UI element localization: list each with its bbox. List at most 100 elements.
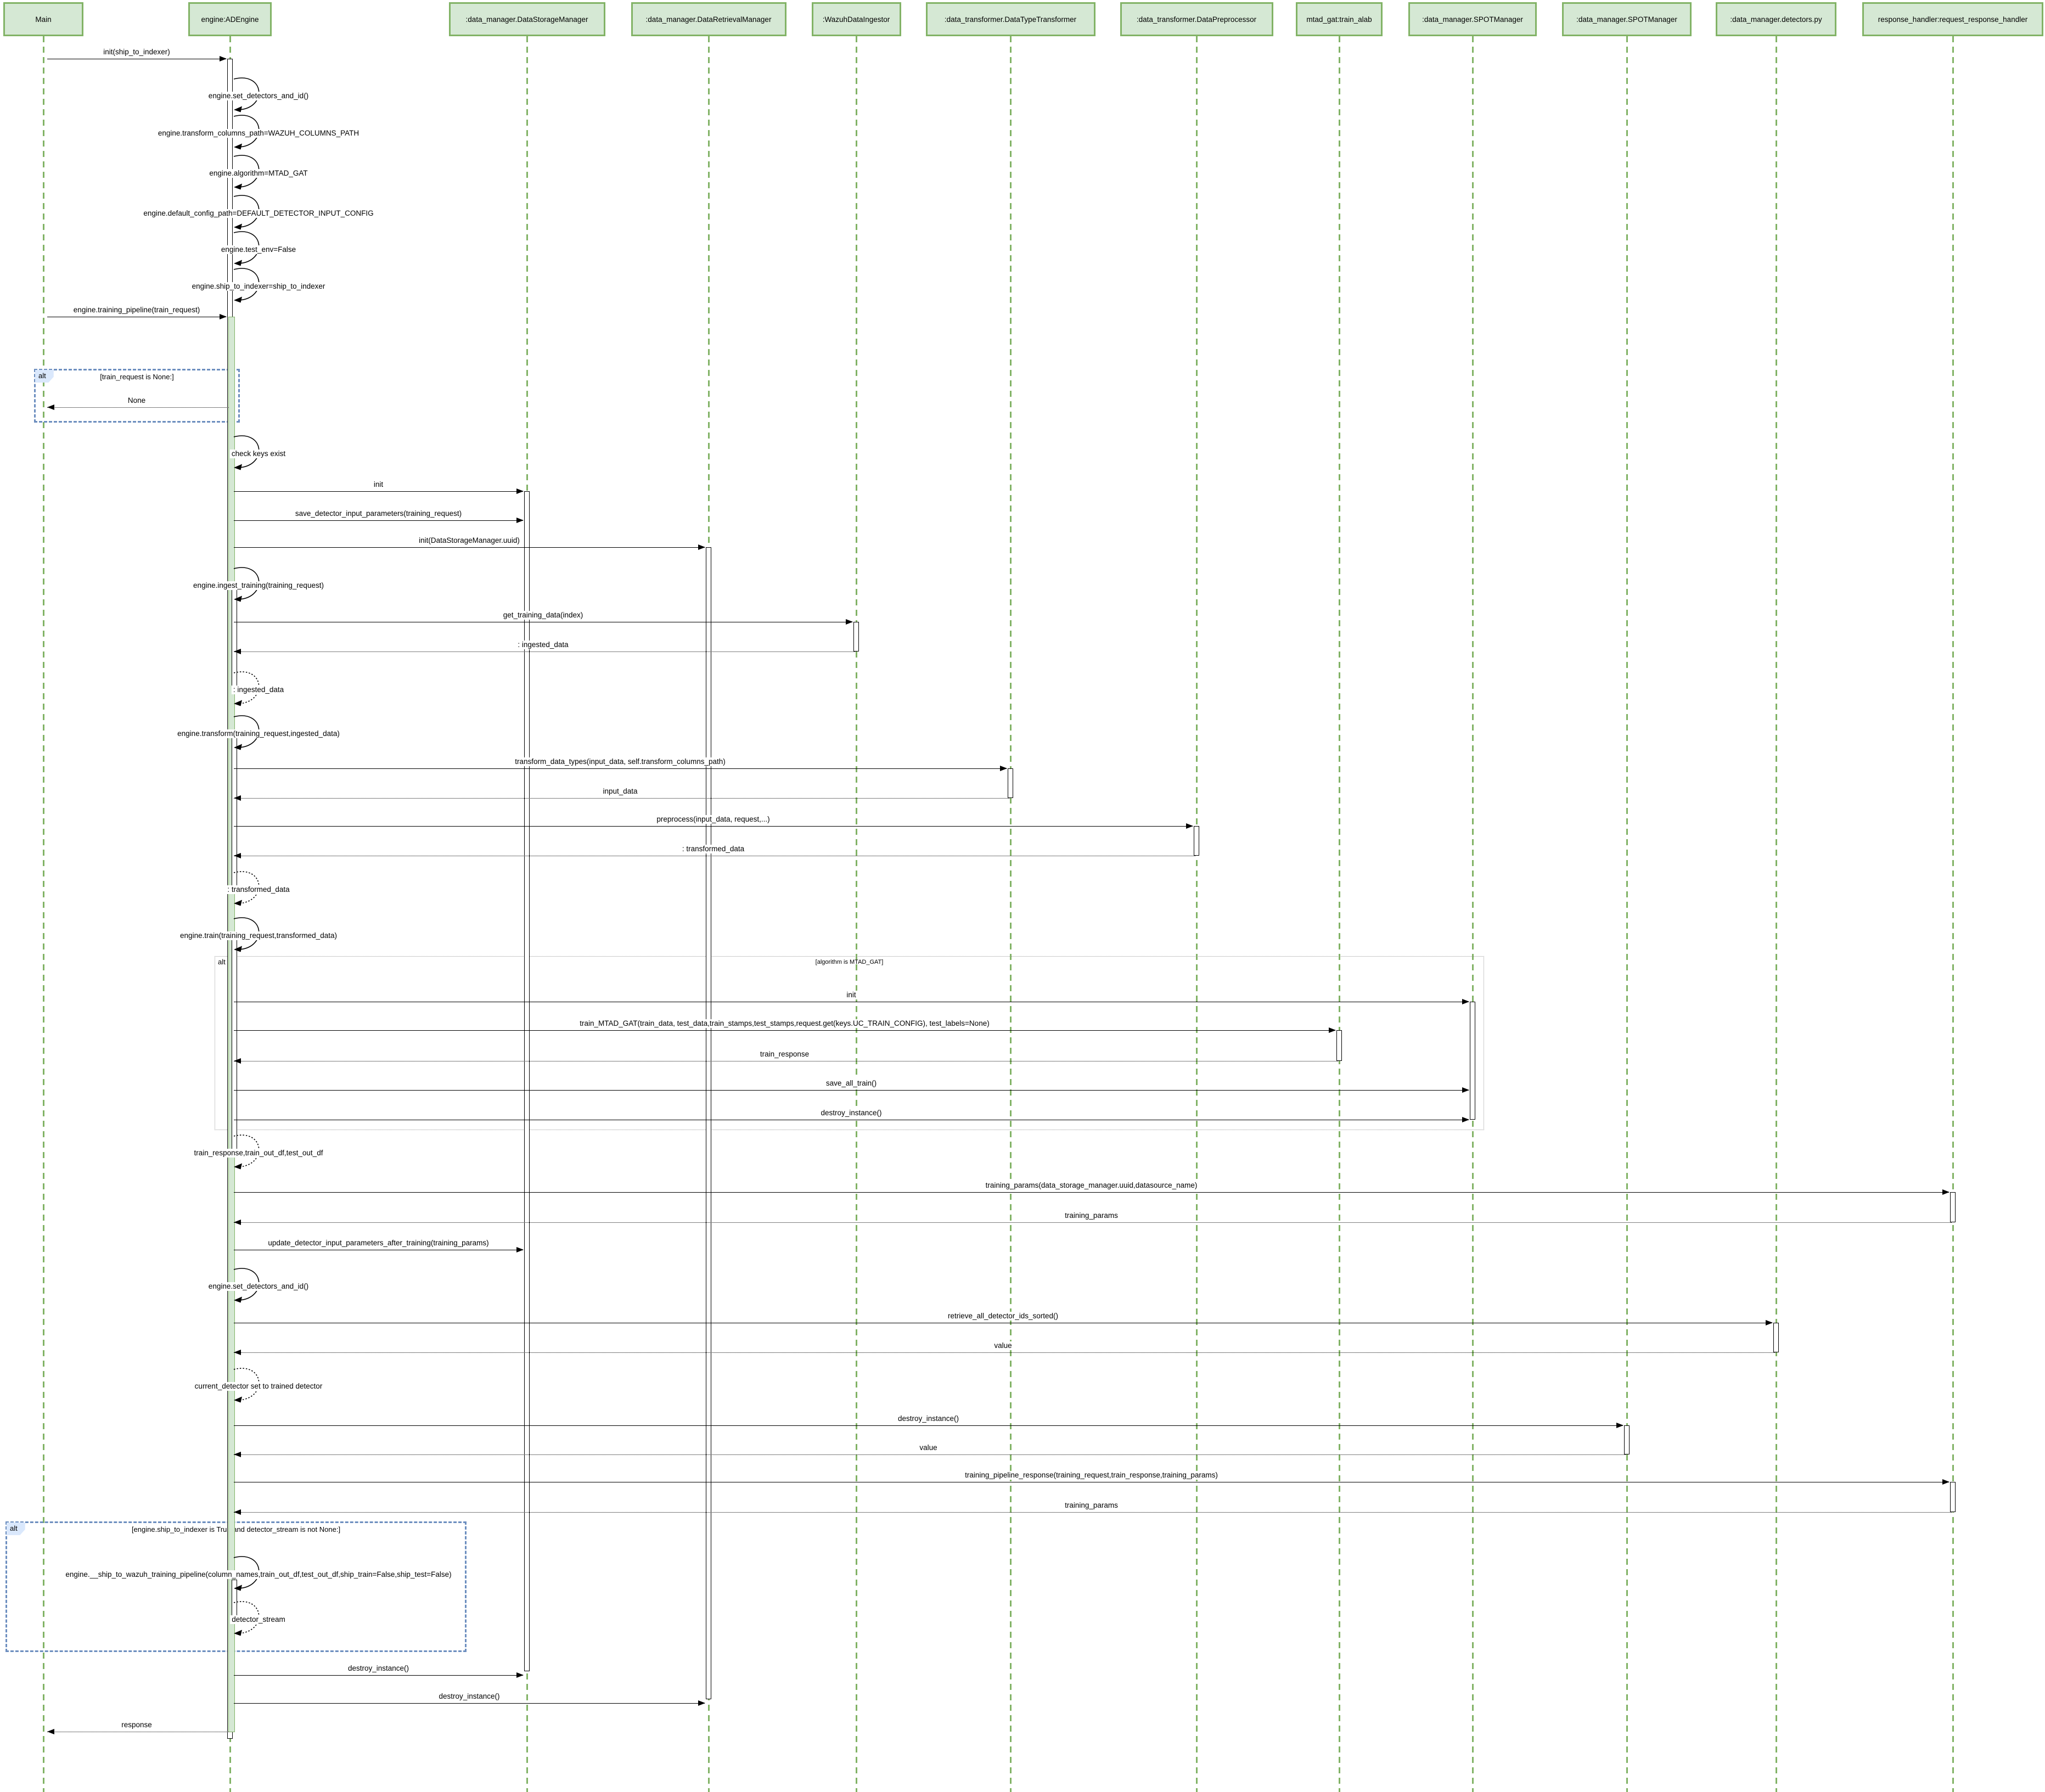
lifeline-wdi	[855, 36, 857, 1792]
message-call-29-label: destroy_instance()	[819, 1109, 884, 1117]
alt-condition-label: [algorithm is MTAD_GAT]	[815, 959, 884, 965]
message-call-8-label: engine.training_pipeline(train_request)	[71, 306, 202, 314]
message-call-8-arrowhead-icon	[220, 314, 227, 320]
message-return-16-label: : ingested_data	[516, 641, 570, 649]
activation-bar-rh	[1950, 1482, 1956, 1512]
message-return-9-line	[47, 407, 229, 408]
message-call-38-arrowhead-icon	[1616, 1423, 1623, 1429]
participant-label: :data_manager.DataRetrievalManager	[645, 15, 772, 24]
message-call-45-label: destroy_instance()	[437, 1692, 502, 1701]
message-call-40-label: training_pipeline_response(training_requ…	[963, 1471, 1220, 1480]
message-return-39-line	[234, 1454, 1626, 1455]
message-call-33-label: update_detector_input_parameters_after_t…	[266, 1239, 491, 1248]
message-call-26-line	[234, 1030, 1335, 1031]
participant-box-drm: :data_manager.DataRetrievalManager	[631, 2, 786, 36]
message-return-22-label: : transformed_data	[680, 845, 746, 853]
activation-bar-dtt	[1008, 768, 1013, 798]
participant-box-spot2: :data_manager.SPOTManager	[1562, 2, 1692, 36]
message-return-36-arrowhead-icon	[234, 1350, 241, 1356]
message-return-27-arrowhead-icon	[234, 1058, 241, 1064]
message-self-10-label: check keys exist	[229, 450, 288, 458]
message-call-31-label: training_params(data_storage_manager.uui…	[984, 1181, 1199, 1190]
message-return-36-label: value	[992, 1341, 1014, 1350]
message-selfreturn-37-label: current_detector set to trained detector	[193, 1382, 324, 1391]
message-return-32-line	[234, 1222, 1952, 1223]
message-call-40-arrowhead-icon	[1942, 1479, 1950, 1485]
participant-box-main: Main	[3, 2, 83, 36]
message-call-31-arrowhead-icon	[1942, 1189, 1950, 1195]
message-return-20-label: input_data	[601, 787, 639, 796]
message-self-3-label: engine.transform_columns_path=WAZUH_COLU…	[156, 129, 361, 138]
participant-label: :data_manager.detectors.py	[1730, 15, 1822, 24]
message-call-38-line	[234, 1425, 1623, 1426]
alt-operator-label: alt	[7, 1523, 25, 1535]
message-return-41-label: training_params	[1063, 1501, 1120, 1510]
message-return-20-arrowhead-icon	[234, 795, 241, 801]
message-call-33-arrowhead-icon	[516, 1247, 524, 1253]
message-call-1-label: init(ship_to_indexer)	[102, 48, 172, 57]
message-call-31-line	[234, 1192, 1949, 1193]
message-selfreturn-43-loop-arrow-icon	[233, 1601, 260, 1636]
lifeline-spot1	[1471, 36, 1474, 1792]
message-self-34-label: engine.set_detectors_and_id()	[206, 1282, 311, 1291]
message-self-7-loop-arrow-icon	[233, 268, 260, 303]
message-self-42-label: engine.__ship_to_wazuh_training_pipeline…	[64, 1570, 453, 1579]
participant-label: :data_manager.SPOTManager	[1422, 15, 1523, 24]
message-call-38-label: destroy_instance()	[896, 1414, 961, 1423]
message-call-21-label: preprocess(input_data, request,...)	[655, 815, 772, 824]
message-self-24-label: engine.train(training_request,transforme…	[178, 931, 339, 940]
message-self-14-loop-arrow-icon	[233, 567, 260, 602]
message-self-6-label: engine.test_env=False	[219, 245, 298, 254]
participant-box-dpp: :data_transformer.DataPreprocessor	[1120, 2, 1273, 36]
lifeline-mtad	[1338, 36, 1340, 1792]
message-return-20-line	[234, 798, 1009, 799]
message-return-32-arrowhead-icon	[234, 1220, 241, 1226]
message-return-41-arrowhead-icon	[234, 1509, 241, 1515]
message-return-9-label: None	[126, 396, 148, 405]
activation-bar-spot1	[1470, 1002, 1475, 1120]
alt-frame-2: alt [algorithm is MTAD_GAT]	[215, 956, 1484, 1130]
message-call-29-arrowhead-icon	[1462, 1117, 1469, 1123]
message-selfreturn-37-loop-arrow-icon	[233, 1368, 260, 1403]
message-self-5-loop-arrow-icon	[233, 195, 260, 230]
message-self-4-label: engine.algorithm=MTAD_GAT	[207, 169, 310, 178]
message-self-18-loop-arrow-icon	[233, 715, 260, 750]
lifeline-rh	[1952, 36, 1954, 1792]
message-selfreturn-17-label: : ingested_data	[231, 686, 286, 694]
activation-bar-dsm	[524, 491, 530, 1671]
message-self-10-loop-arrow-icon	[233, 435, 260, 470]
message-call-26-arrowhead-icon	[1329, 1027, 1336, 1033]
participant-label: :data_manager.DataStorageManager	[465, 15, 588, 24]
lifeline-spot2	[1626, 36, 1628, 1792]
message-call-13-line	[234, 547, 705, 548]
activation-bar-det	[1773, 1323, 1779, 1352]
message-self-34-loop-arrow-icon	[233, 1268, 260, 1303]
message-call-45-arrowhead-icon	[698, 1700, 705, 1706]
message-self-24-loop-arrow-icon	[233, 917, 260, 952]
alt-condition-label: [engine.ship_to_indexer is True and dete…	[131, 1525, 341, 1533]
message-return-22-arrowhead-icon	[234, 853, 241, 859]
message-self-18-label: engine.transform(training_request,ingest…	[176, 729, 341, 738]
lifeline-dpp	[1195, 36, 1198, 1792]
participant-box-dtt: :data_transformer.DataTypeTransformer	[925, 2, 1095, 36]
message-call-15-label: get_training_data(index)	[501, 611, 585, 620]
message-call-19-line	[234, 768, 1007, 769]
message-self-4-loop-arrow-icon	[233, 155, 260, 190]
participant-label: :data_transformer.DataTypeTransformer	[944, 15, 1077, 24]
message-call-21-line	[234, 826, 1193, 827]
activation-bar-dpp	[1194, 826, 1199, 856]
participant-label: response_handler:request_response_handle…	[1878, 15, 2028, 24]
message-call-44-arrowhead-icon	[516, 1672, 524, 1678]
message-return-36-line	[234, 1352, 1775, 1353]
participant-box-dsm: :data_manager.DataStorageManager	[448, 2, 605, 36]
message-self-5-label: engine.default_config_path=DEFAULT_DETEC…	[142, 209, 375, 218]
lifeline-dtt	[1009, 36, 1012, 1792]
message-call-28-arrowhead-icon	[1462, 1087, 1469, 1093]
message-return-16-arrowhead-icon	[234, 649, 241, 655]
participant-box-wdi: :WazuhDataIngestor	[811, 2, 901, 36]
message-call-44-label: destroy_instance()	[346, 1664, 411, 1673]
message-self-2-label: engine.set_detectors_and_id()	[206, 92, 311, 100]
alt-operator-label: alt	[218, 958, 226, 966]
message-return-16-line	[234, 651, 855, 652]
